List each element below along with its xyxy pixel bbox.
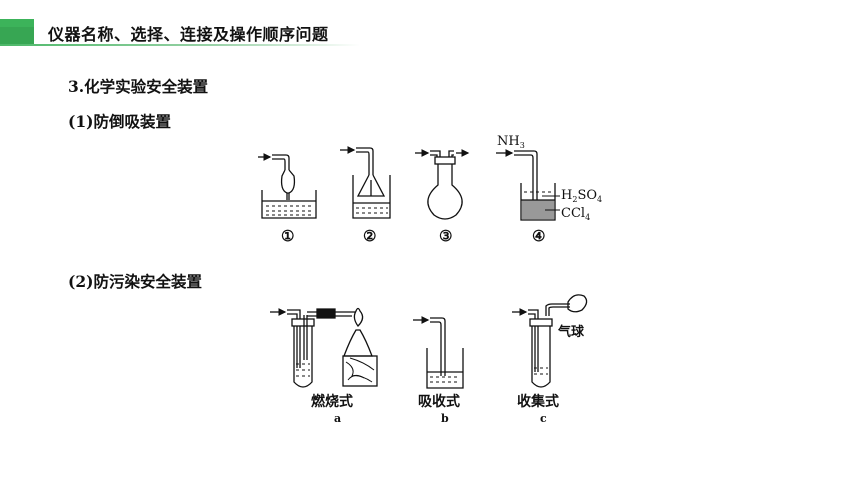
balloon-label: 气球 bbox=[558, 324, 585, 340]
apparatus-a-combustion bbox=[270, 307, 378, 388]
subsection-heading-anti-pollution: (2)防污染安全装置 bbox=[68, 272, 202, 291]
apparatus-3-round-flask bbox=[415, 149, 470, 220]
letter-c: c bbox=[540, 412, 547, 425]
caption-absorption: 吸收式 bbox=[418, 393, 460, 410]
h2so4-label: H2SO4 bbox=[561, 188, 602, 204]
header-underline bbox=[0, 44, 360, 46]
page-title: 仪器名称、选择、连接及操作顺序问题 bbox=[48, 25, 329, 44]
subsection-heading-anti-suckback: (1)防倒吸装置 bbox=[68, 112, 171, 131]
apparatus-label-2: ② bbox=[363, 227, 376, 245]
caption-combustion: 燃烧式 bbox=[311, 393, 353, 410]
apparatus-label-1: ① bbox=[281, 227, 294, 245]
header-accent-bar bbox=[0, 19, 34, 45]
nh3-label: NH3 bbox=[497, 134, 525, 150]
apparatus-b-absorption bbox=[413, 316, 464, 389]
anti-pollution-diagram: 气球 燃烧式 吸收式 收集式 a b c bbox=[270, 294, 588, 425]
letter-a: a bbox=[334, 412, 341, 425]
apparatus-label-3: ③ bbox=[439, 227, 452, 245]
apparatus-1-inverted-funnel bbox=[258, 153, 317, 219]
apparatus-label-4: ④ bbox=[532, 227, 545, 245]
header-accent-shadow bbox=[0, 27, 34, 45]
caption-collection: 收集式 bbox=[517, 393, 559, 410]
apparatus-c-collection bbox=[512, 294, 588, 388]
section-heading: 3.化学实验安全装置 bbox=[68, 77, 209, 96]
anti-suckback-diagram: NH3 H2SO4 CCl4 ① ② ③ ④ bbox=[258, 134, 602, 245]
ccl4-label: CCl4 bbox=[561, 206, 590, 222]
apparatus-4-nh3-absorption bbox=[496, 149, 560, 221]
letter-b: b bbox=[441, 412, 449, 425]
apparatus-2-funnel bbox=[340, 146, 391, 219]
